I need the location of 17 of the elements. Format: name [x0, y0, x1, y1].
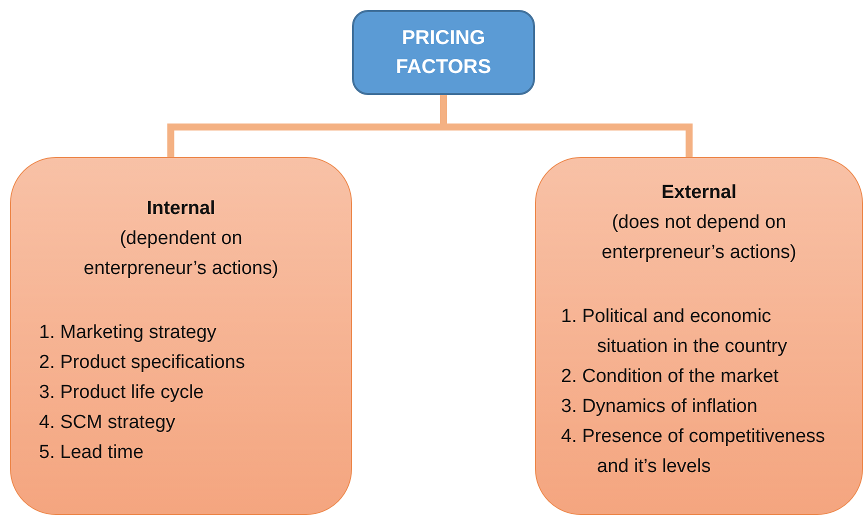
factor-box — [535, 157, 863, 515]
list-item: 3. Product life cycle — [39, 381, 205, 405]
list-item: 4. Presence of competitiveness and it’s levels — [561, 425, 826, 479]
list-item: 1. Political and economic situation in the country — [561, 305, 788, 359]
subheading: (dependent on enterpreneur’s actions) — [82, 227, 280, 281]
heading: External — [660, 181, 738, 205]
list-item: 4. SCM strategy — [39, 411, 176, 435]
factor-box — [10, 157, 352, 515]
title-text: PRICING FACTORS — [394, 26, 492, 80]
subheading: (does not depend on enterpreneur’s actions) — [600, 211, 798, 265]
heading: Internal — [146, 197, 216, 221]
list-item: 2. Condition of the market — [561, 365, 780, 389]
list-item: 5. Lead time — [39, 441, 145, 465]
list-item: 2. Product specifications — [39, 351, 246, 375]
title-box — [352, 10, 535, 95]
list-item: 3. Dynamics of inflation — [561, 395, 758, 419]
list-item: 1. Marketing strategy — [39, 321, 218, 345]
